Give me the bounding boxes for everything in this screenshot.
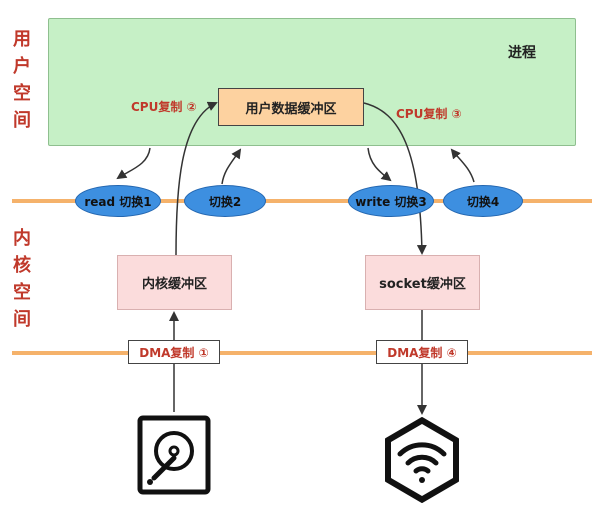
context-switch-3: write 切换3 bbox=[348, 185, 434, 217]
cpu-copy-3-label: CPU复制 ③ bbox=[396, 107, 462, 121]
context-switch-1: read 切换1 bbox=[75, 185, 161, 217]
kernel-space-char: 空 bbox=[13, 282, 31, 303]
user-space-char: 户 bbox=[13, 56, 31, 77]
arrow-user-to-socket bbox=[363, 102, 427, 255]
arrow-switch3 bbox=[367, 147, 392, 182]
dma-copy-4-label: DMA复制 ④ bbox=[376, 340, 468, 364]
kernel-space-char: 间 bbox=[13, 309, 31, 330]
kernel-buffer: 内核缓冲区 bbox=[117, 255, 232, 310]
user-space-label: 用 户 空 间 bbox=[10, 26, 34, 134]
cpu-copy-2-label: CPU复制 ② bbox=[131, 100, 197, 114]
user-space-char: 间 bbox=[13, 110, 31, 131]
arrow-switch2 bbox=[221, 148, 242, 185]
arrow-kernel-to-user bbox=[175, 101, 218, 256]
user-space-char: 空 bbox=[13, 83, 31, 104]
context-switch-4: 切换4 bbox=[443, 185, 523, 217]
dma-copy-1-label: DMA复制 ① bbox=[128, 340, 220, 364]
arrow-switch4 bbox=[450, 148, 475, 183]
process-title: 进程 bbox=[508, 45, 536, 61]
hard-disk-icon bbox=[137, 415, 211, 495]
arrow-switch1 bbox=[116, 147, 151, 180]
wifi-icon bbox=[385, 417, 459, 503]
socket-buffer: socket缓冲区 bbox=[365, 255, 480, 310]
kernel-space-label: 内 核 空 间 bbox=[10, 225, 34, 333]
user-space-char: 用 bbox=[13, 29, 31, 50]
kernel-space-char: 核 bbox=[13, 255, 31, 276]
kernel-space-char: 内 bbox=[13, 228, 31, 249]
context-switch-2: 切换2 bbox=[184, 185, 266, 217]
user-data-buffer: 用户数据缓冲区 bbox=[218, 88, 364, 126]
